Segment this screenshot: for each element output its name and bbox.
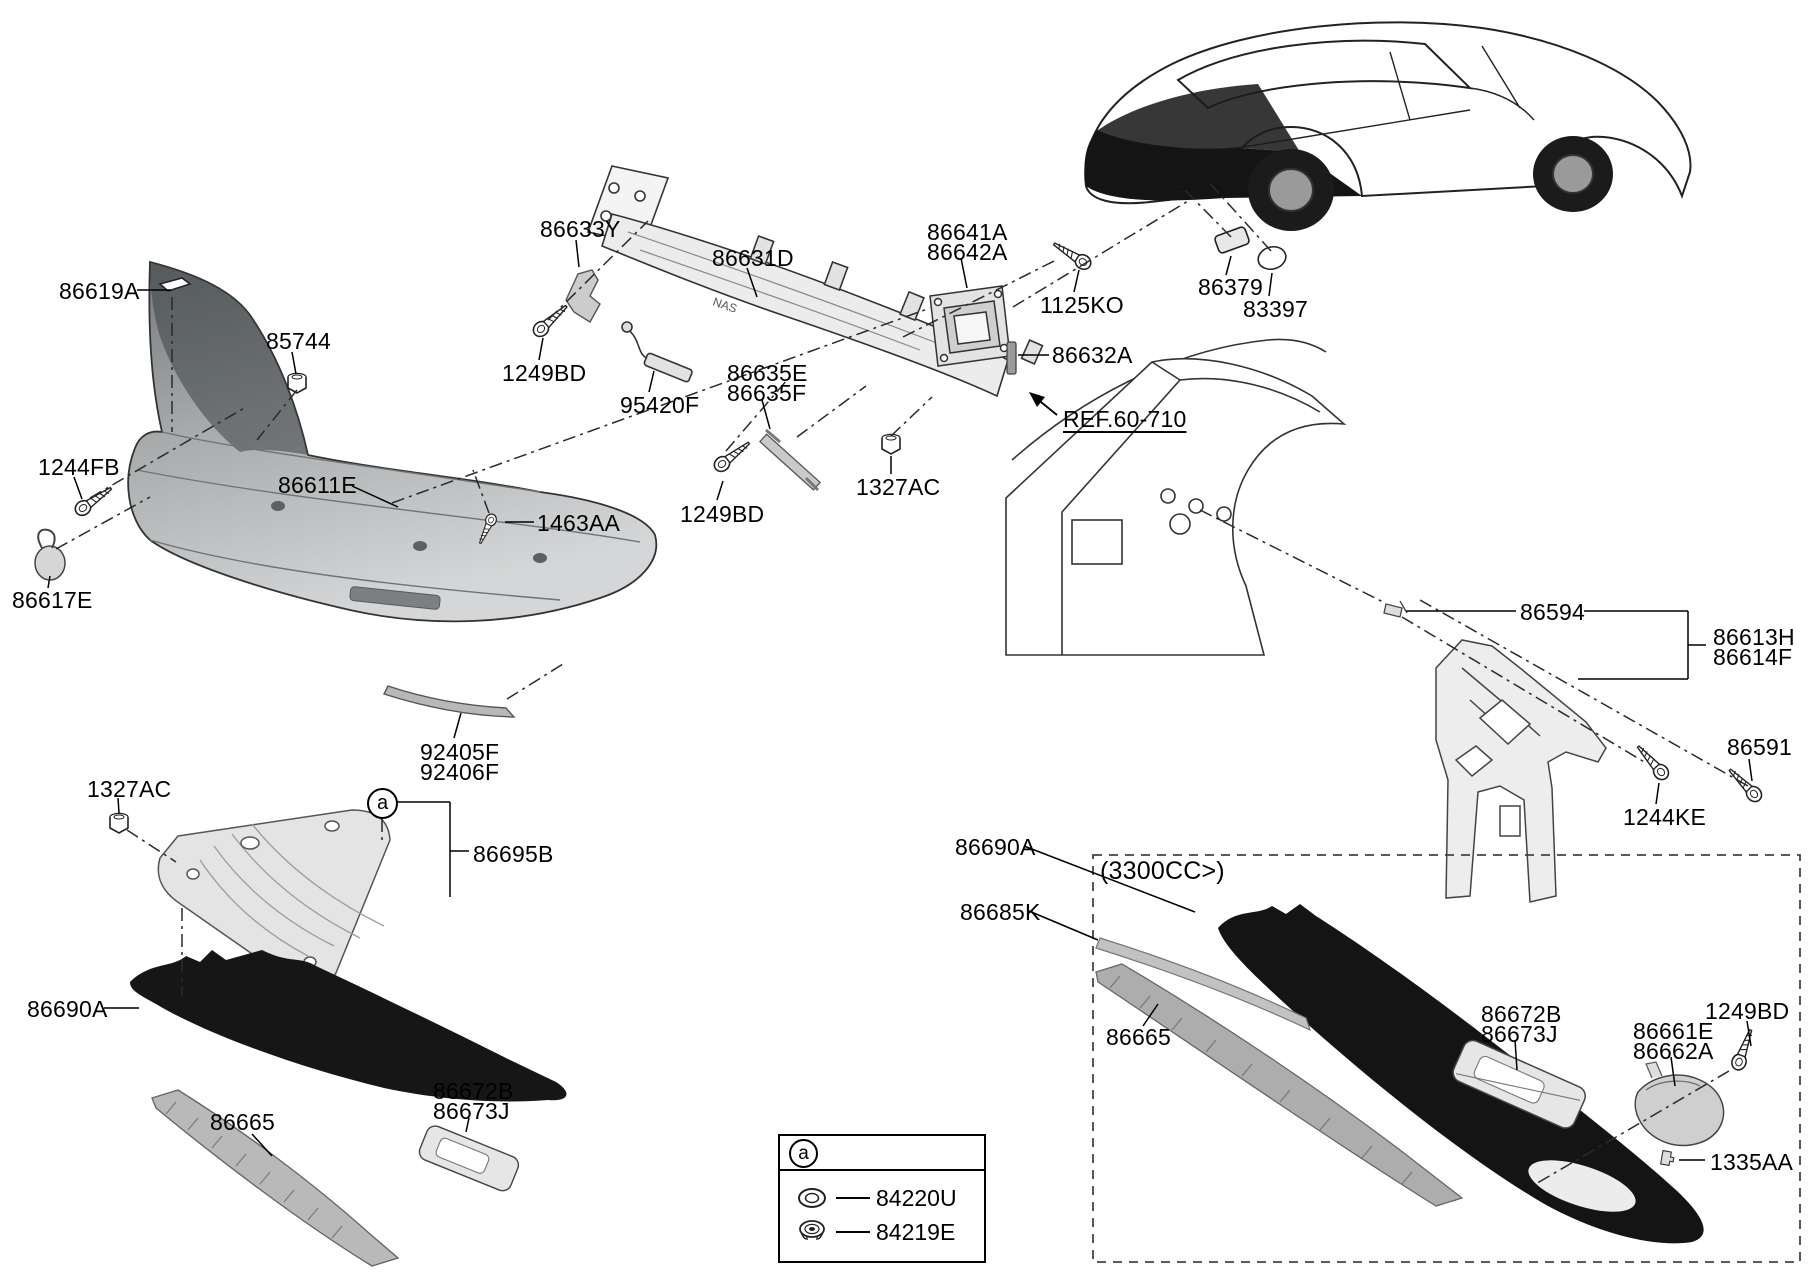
part-label-86695b: 86695B: [473, 841, 554, 867]
part-label-85744: 85744: [266, 328, 331, 354]
assembly-lines: [55, 178, 1749, 1186]
legend-header: a: [780, 1136, 984, 1171]
rear-bumper-cover-art: [127, 260, 658, 623]
legend-leader: [836, 1197, 870, 1199]
license-pad-3300-art: [1452, 1039, 1587, 1129]
foglamp-cover-art: [1634, 1061, 1725, 1147]
legend-leader: [836, 1231, 870, 1233]
license-pad-art: [418, 1125, 520, 1192]
part-label-86617e: 86617E: [12, 587, 93, 613]
part-label-1249bd: 1249BD: [680, 501, 765, 527]
part-label-1244fb: 1244FB: [38, 454, 120, 480]
part-label-1244ke: 1244KE: [1623, 804, 1707, 830]
side-strip-86632A-art: [1006, 341, 1017, 375]
pad-oval-83397-art: [1257, 245, 1287, 271]
part-label-86611e: 86611E: [278, 472, 357, 498]
part-label-86641a-86642a: 86641A 86642A: [927, 219, 1008, 265]
legend-marker-a: a: [789, 1139, 818, 1168]
part-label-86619a: 86619A: [59, 278, 140, 304]
part-label-92405f-92406f: 92405F 92406F: [420, 739, 500, 785]
leader-lines: [47, 239, 1753, 1161]
clip-86594-art: [1383, 600, 1408, 618]
part-label-86635ef: 86635E 86635F: [727, 360, 808, 406]
tread-plate-art: [151, 1089, 400, 1267]
clip-86619A-art: [158, 277, 192, 292]
bolt-1125ko-icon: [1049, 237, 1095, 273]
tread-plate-3300-art: [1095, 963, 1464, 1207]
side-support-bracket-art: [1435, 639, 1607, 903]
part-label-1463aa: 1463AA: [537, 510, 621, 536]
lower-bumper-cover-art: [130, 950, 567, 1102]
stay-strip-86635-art: [758, 428, 822, 492]
part-label-86672b-86673j: 86672B 86673J: [433, 1078, 514, 1124]
wiring-95420F-art: [621, 321, 693, 383]
part-label-86631d: 86631D: [712, 245, 794, 271]
bumper-pad-86379-art: [1214, 226, 1250, 254]
part-label-83397: 83397: [1243, 296, 1308, 322]
part-label-86685k: 86685K: [960, 899, 1041, 925]
tow-hook-cover-art: [34, 528, 66, 581]
part-label-86613h-86614f: 86613H 86614F: [1713, 624, 1795, 670]
mount-bracket-86633Y-art: [565, 269, 601, 323]
part-label-86379: 86379: [1198, 274, 1263, 300]
screw-1249bd-icon: [1728, 1026, 1759, 1073]
variant-box-border: [1092, 854, 1801, 1263]
clip-1335AA-icon: [1660, 1150, 1676, 1167]
part-label-86591: 86591: [1727, 734, 1792, 760]
part-label-86690a: 86690A: [27, 996, 108, 1022]
vehicle-rear-view-illustration: [1084, 21, 1692, 231]
part-label-1327ac: 1327AC: [856, 474, 941, 500]
ref-callout-link[interactable]: REF.60-710: [1063, 406, 1187, 432]
ref-arrow: [1029, 392, 1058, 416]
callout-marker-a: a: [367, 788, 398, 819]
part-label-86690a: 86690A: [955, 834, 1036, 860]
part-label-86594: 86594: [1520, 599, 1585, 625]
screw-1249bd-icon: [529, 300, 572, 341]
part-label-86632a: 86632A: [1052, 342, 1133, 368]
legend-box: a 84220U 84219E: [778, 1134, 986, 1263]
quarter-panel-reference-art: [1005, 338, 1347, 656]
part-label-1125ko: 1125KO: [1040, 292, 1124, 318]
part-label-86665: 86665: [210, 1109, 275, 1135]
part-label-86665: 86665: [1106, 1024, 1171, 1050]
part-label-1249bd: 1249BD: [502, 360, 587, 386]
part-label-86661e-86662a: 86661E 86662A: [1633, 1018, 1714, 1064]
legend-part-number: 84219E: [876, 1218, 956, 1245]
grommet-icon: [798, 1188, 826, 1208]
part-label-95420f: 95420F: [620, 392, 700, 418]
flange-nut-icon: [799, 1220, 825, 1240]
part-label-86633y: 86633Y: [540, 216, 621, 242]
nut-1327ac-icon: [109, 812, 129, 834]
legend-body: 84220U 84219E: [780, 1171, 984, 1249]
back-beam-art: [586, 165, 1044, 398]
screw-1244ke-icon: [1632, 741, 1673, 784]
side-strip-3300-art: [1095, 937, 1312, 1032]
legend-item: 84220U: [792, 1181, 984, 1215]
part-label-1327ac: 1327AC: [87, 776, 172, 802]
part-label-1249bd: 1249BD: [1705, 998, 1790, 1024]
legend-item: 84219E: [792, 1215, 984, 1249]
nut-1327ac-icon: [881, 433, 901, 455]
engine-variant-note: (3300CC>): [1100, 857, 1225, 885]
crash-pad-mounting-art: [929, 285, 1011, 367]
legend-part-number: 84220U: [876, 1184, 957, 1211]
part-label-86672b-86673j: 86672B 86673J: [1481, 1001, 1562, 1047]
rocker-strip-art: [383, 685, 516, 718]
part-label-1335aa: 1335AA: [1710, 1149, 1794, 1175]
